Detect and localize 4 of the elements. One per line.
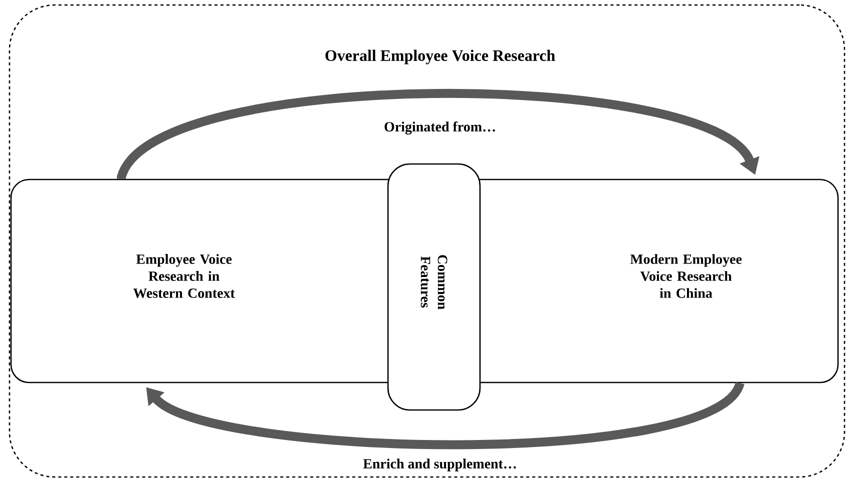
edge-label: Enrich and supplement… [361,456,520,474]
rounded-box: Common Features [387,163,481,411]
edge-label: Originated from… [382,120,498,136]
curved-arrow [116,89,760,182]
